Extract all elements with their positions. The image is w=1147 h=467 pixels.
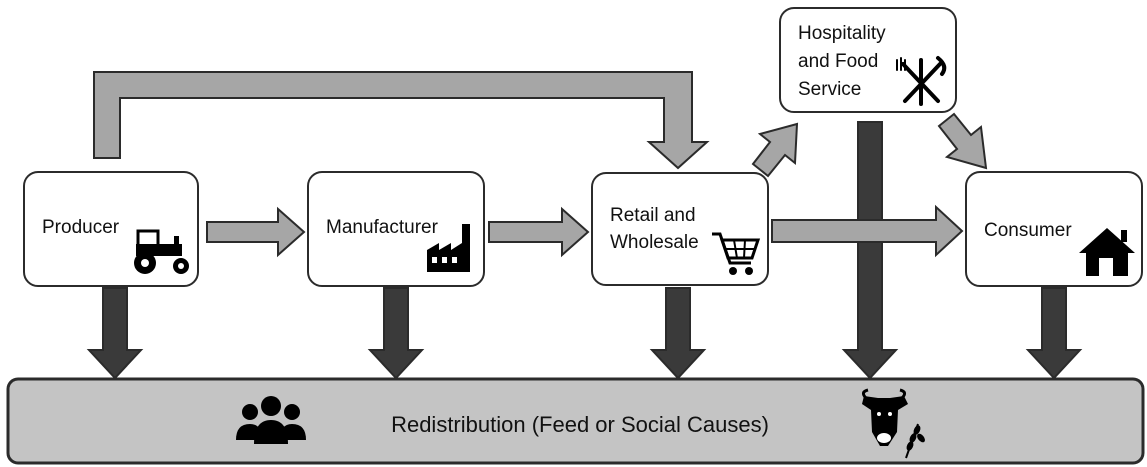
hospitality-label-line3: Service xyxy=(798,79,861,100)
hospitality-to-consumer-arrow xyxy=(937,112,988,170)
fork-knife-icon xyxy=(896,56,947,106)
people-group-icon xyxy=(236,396,306,444)
redistribution-bar: Redistribution (Feed or Social Causes) xyxy=(6,377,1145,465)
retail-to-hospitality-arrow xyxy=(751,122,799,178)
consumer-to-redistribution-arrow xyxy=(1025,287,1083,380)
manufacturer-node: Manufacturer xyxy=(307,171,485,287)
retail-label-line2: Wholesale xyxy=(610,232,699,253)
hospitality-node: Hospitality and Food Service xyxy=(779,7,957,113)
producer-node: Producer xyxy=(23,171,199,287)
manufacturer-to-retail-arrow xyxy=(488,206,590,258)
consumer-node: Consumer xyxy=(965,171,1143,287)
consumer-label: Consumer xyxy=(984,220,1072,241)
retail-label-line1: Retail and xyxy=(610,205,696,226)
manufacturer-label: Manufacturer xyxy=(326,217,439,238)
retail-to-redistribution-arrow xyxy=(649,287,707,380)
retail-wholesale-node: Retail and Wholesale xyxy=(591,172,769,286)
hospitality-to-redistribution-arrow xyxy=(841,121,899,380)
cow-wheat-icon xyxy=(861,388,925,459)
factory-icon xyxy=(427,224,470,272)
producer-to-manufacturer-arrow xyxy=(206,206,306,258)
producer-label: Producer xyxy=(42,217,120,238)
house-icon xyxy=(1079,228,1135,276)
tractor-icon xyxy=(134,229,189,274)
hospitality-label-line1: Hospitality xyxy=(798,23,886,44)
hospitality-label-line2: and Food xyxy=(798,51,878,72)
producer-to-retail-arrow xyxy=(93,71,710,170)
shopping-cart-icon xyxy=(712,232,761,275)
producer-to-redistribution-arrow xyxy=(86,287,144,380)
manufacturer-to-redistribution-arrow xyxy=(367,287,425,380)
redistribution-label: Redistribution (Feed or Social Causes) xyxy=(391,412,769,437)
retail-to-consumer-arrow xyxy=(771,204,964,258)
